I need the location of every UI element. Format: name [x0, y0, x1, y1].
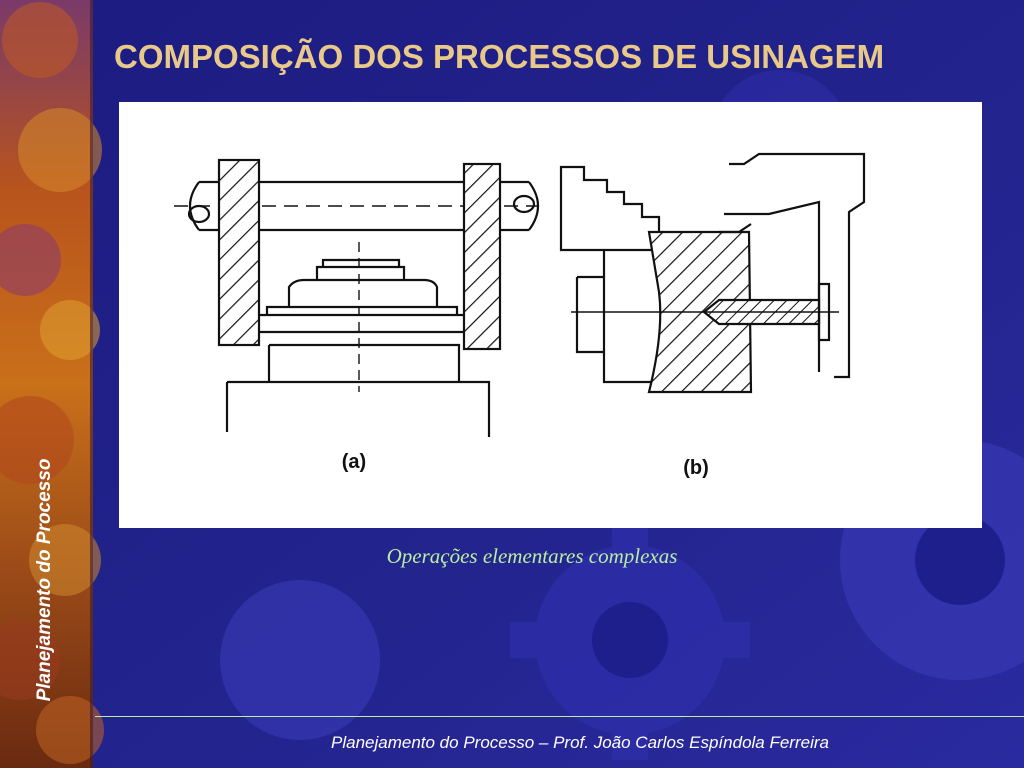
- label-b: (b): [683, 457, 709, 479]
- drawing-a: [174, 158, 540, 437]
- label-a: (a): [342, 451, 366, 473]
- drawing-b: [559, 152, 866, 394]
- footer-divider: [95, 716, 1024, 717]
- side-label-text: Planejamento do Processo: [34, 458, 55, 702]
- figure-panel: (a) (b): [119, 102, 982, 528]
- figure-caption: Operações elementares complexas: [386, 544, 678, 568]
- machining-diagram: (a) (b): [174, 152, 866, 479]
- footer-text: Planejamento do Processo – Prof. João Ca…: [331, 733, 829, 752]
- slide-title: COMPOSIÇÃO DOS PROCESSOS DE USINAGEM: [114, 38, 885, 75]
